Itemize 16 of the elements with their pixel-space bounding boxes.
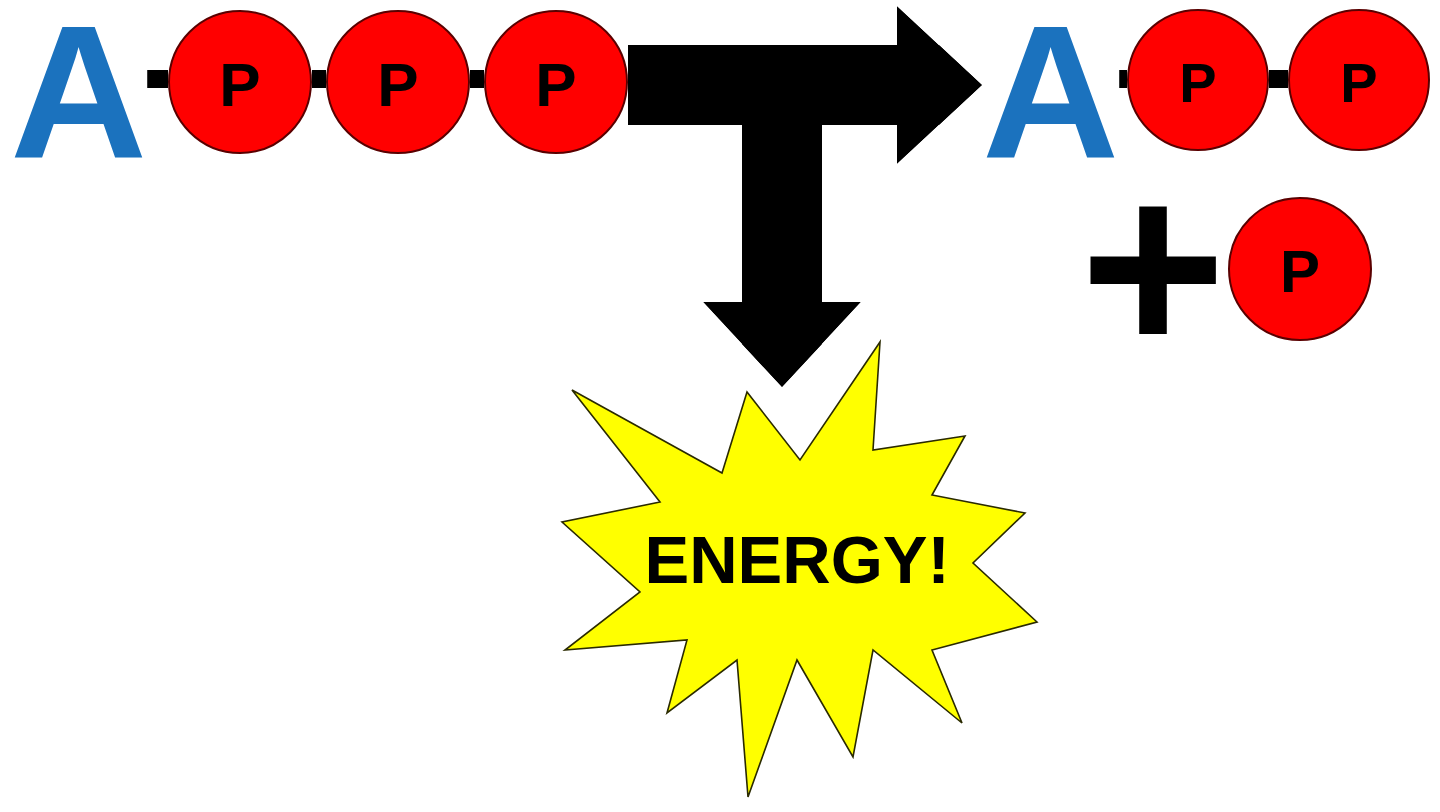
- circle-letter: P: [219, 49, 261, 116]
- circle-letter: P: [1179, 50, 1217, 111]
- starburst-label: ENERGY!: [644, 525, 950, 593]
- circle-letter: P: [535, 49, 577, 116]
- connector-line: [1119, 70, 1127, 88]
- circle-letter: P: [1280, 237, 1320, 302]
- large-letter: A: [10, 19, 148, 163]
- connector-line: [470, 70, 484, 88]
- connector-line: [1269, 70, 1288, 88]
- starburst: [560, 340, 1040, 800]
- connector-line: [147, 70, 168, 88]
- circle-letter: P: [1340, 50, 1378, 111]
- circle-letter: P: [377, 49, 419, 116]
- large-letter: A: [982, 19, 1120, 163]
- plus-sign: +: [1080, 198, 1226, 338]
- connector-line: [312, 70, 326, 88]
